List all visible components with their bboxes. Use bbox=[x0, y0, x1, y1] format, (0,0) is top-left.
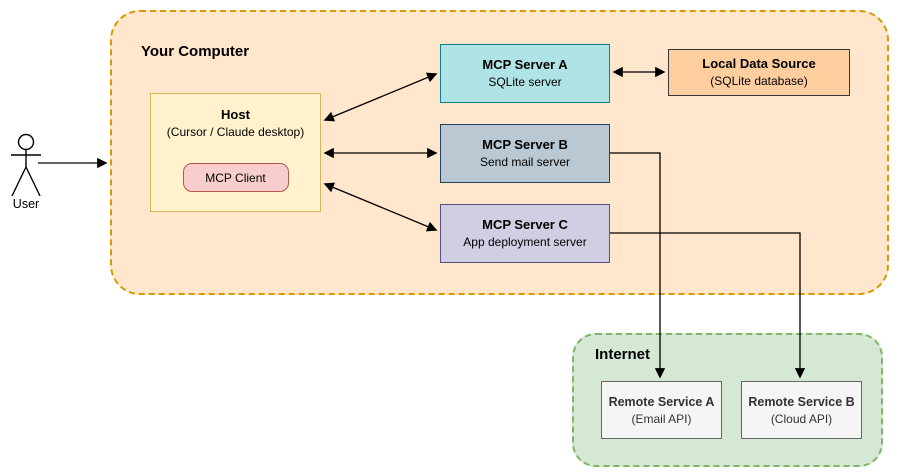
remote-service-b-subtitle: (Cloud API) bbox=[770, 411, 833, 426]
mcp-server-c-subtitle: App deployment server bbox=[463, 235, 587, 249]
remote-service-b-box: Remote Service B (Cloud API) bbox=[741, 381, 862, 439]
mcp-server-c-title: MCP Server C bbox=[482, 217, 568, 232]
mcp-server-b-subtitle: Send mail server bbox=[479, 155, 571, 169]
host-box: Host (Cursor / Claude desktop) MCP Clien… bbox=[150, 93, 321, 212]
user-actor-icon bbox=[11, 133, 41, 197]
host-title: Host bbox=[221, 107, 250, 122]
host-subtitle: (Cursor / Claude desktop) bbox=[166, 125, 305, 139]
local-data-source-box: Local Data Source (SQLite database) bbox=[668, 49, 850, 96]
mcp-server-b-title: MCP Server B bbox=[482, 137, 568, 152]
local-data-source-title: Local Data Source bbox=[702, 56, 816, 71]
mcp-client-label: MCP Client bbox=[205, 170, 266, 185]
mcp-server-a-box: MCP Server A SQLite server bbox=[440, 44, 610, 103]
internet-label: Internet bbox=[595, 346, 651, 363]
remote-service-a-box: Remote Service A (Email API) bbox=[601, 381, 722, 439]
remote-service-a-title: Remote Service A bbox=[608, 394, 715, 409]
your-computer-label: Your Computer bbox=[141, 43, 250, 60]
mcp-server-a-subtitle: SQLite server bbox=[488, 75, 562, 89]
remote-service-a-subtitle: (Email API) bbox=[631, 411, 692, 426]
remote-service-b-title: Remote Service B bbox=[748, 394, 855, 409]
local-data-source-subtitle: (SQLite database) bbox=[710, 74, 808, 88]
mcp-server-a-title: MCP Server A bbox=[482, 57, 568, 72]
mcp-client-box: MCP Client bbox=[182, 163, 289, 192]
mcp-server-c-box: MCP Server C App deployment server bbox=[440, 204, 610, 263]
user-label: User bbox=[12, 197, 40, 211]
mcp-server-b-box: MCP Server B Send mail server bbox=[440, 124, 610, 183]
